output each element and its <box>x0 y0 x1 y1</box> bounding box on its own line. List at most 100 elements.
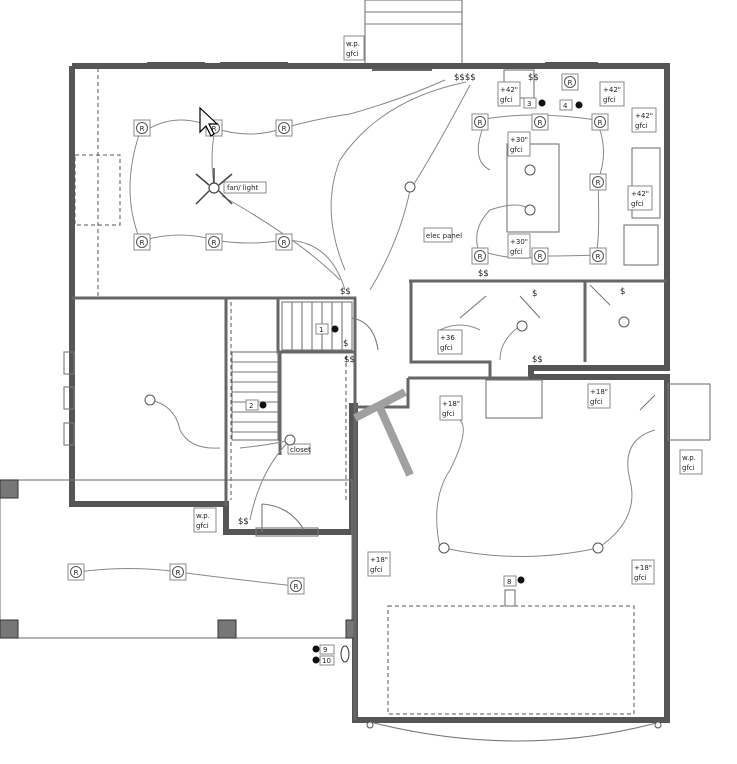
wp-label: w.p. <box>346 40 360 48</box>
svg-text:+42": +42" <box>635 112 653 120</box>
switch-double: $$ <box>344 355 355 365</box>
svg-text:elec panel: elec panel <box>426 232 462 240</box>
range <box>631 147 661 219</box>
svg-text:gfci: gfci <box>442 410 455 418</box>
svg-text:gfci: gfci <box>500 96 513 104</box>
svg-text:gfci: gfci <box>370 566 383 574</box>
recessed-light: R <box>589 247 607 265</box>
fan-light-label: fan/ light <box>227 184 259 192</box>
switch-markers: 3 4 1 2 8 9 10 <box>245 97 583 666</box>
switch-double: $$ <box>532 355 543 365</box>
switches: $$$$ $$ $$ $$ $ $ $ $$ $$ $$ <box>238 73 625 527</box>
recessed-light: R <box>531 247 549 265</box>
svg-text:R: R <box>74 569 79 577</box>
svg-text:9: 9 <box>323 646 327 654</box>
svg-text:+30": +30" <box>510 238 528 246</box>
svg-text:R: R <box>282 239 287 247</box>
wiring <box>77 79 656 587</box>
top-entry-porch <box>364 0 463 66</box>
dashed-lines <box>97 68 635 715</box>
svg-text:+42": +42" <box>603 86 621 94</box>
windows-top <box>147 62 598 71</box>
svg-text:R: R <box>294 583 299 591</box>
svg-text:R: R <box>282 125 287 133</box>
svg-text:R: R <box>478 253 483 261</box>
recessed-light: R <box>133 119 151 137</box>
recessed-lights: R R R R R R R R R R R R R R R R R <box>67 73 609 595</box>
recessed-light: R <box>205 233 223 251</box>
svg-text:+18": +18" <box>442 400 460 408</box>
garage-landing <box>485 379 543 419</box>
svg-text:1: 1 <box>319 326 323 334</box>
svg-text:R: R <box>140 125 145 133</box>
switch-single: $ <box>343 339 348 349</box>
svg-text:R: R <box>568 79 573 87</box>
svg-text:R: R <box>140 239 145 247</box>
svg-text:closet: closet <box>290 446 311 454</box>
ceiling-fan-icon <box>195 168 233 205</box>
switch-single: $ <box>532 289 537 299</box>
recessed-light: R <box>471 247 489 265</box>
svg-text:R: R <box>538 253 543 261</box>
porch-post <box>345 619 355 639</box>
recessed-light: R <box>589 173 607 191</box>
svg-text:gfci: gfci <box>510 146 523 154</box>
svg-text:+36: +36 <box>440 334 455 342</box>
svg-text:gfci: gfci <box>196 522 209 530</box>
outlet-labels: +18" gfci +18" gfci +18" gfci +18" gfci … <box>193 227 703 585</box>
recessed-light: R <box>287 577 305 595</box>
svg-text:+18": +18" <box>634 564 652 572</box>
svg-text:+18": +18" <box>370 556 388 564</box>
recessed-light: R <box>531 113 549 131</box>
switch-double: $$ <box>238 517 249 527</box>
svg-text:+42": +42" <box>500 86 518 94</box>
svg-text:R: R <box>596 253 601 261</box>
svg-text:R: R <box>598 119 603 127</box>
svg-text:w.p.: w.p. <box>196 512 210 520</box>
svg-text:R: R <box>212 239 217 247</box>
svg-text:+42": +42" <box>631 190 649 198</box>
garage-side-door <box>667 383 711 441</box>
door-swings <box>255 284 662 742</box>
switch-quad: $$$$ <box>454 73 476 83</box>
svg-text:gfci: gfci <box>590 398 603 406</box>
recessed-light: R <box>561 73 579 91</box>
recessed-light: R <box>169 563 187 581</box>
svg-text:R: R <box>212 125 217 133</box>
svg-text:gfci: gfci <box>440 344 453 352</box>
svg-text:gfci: gfci <box>682 464 695 472</box>
fridge <box>623 224 659 266</box>
svg-text:3: 3 <box>527 100 531 108</box>
kitchen-outlets: +42" gfci +42" gfci +42" gfci +42" gfci … <box>497 81 657 259</box>
switch-double: $$ <box>478 269 489 279</box>
porch-post <box>0 619 19 639</box>
fireplace <box>74 154 121 226</box>
porch-post <box>0 479 19 499</box>
svg-text:+18": +18" <box>590 388 608 396</box>
svg-text:8: 8 <box>507 578 511 586</box>
recessed-light: R <box>471 113 489 131</box>
pointer-cursor-icon <box>199 106 219 137</box>
recessed-light: R <box>275 233 293 251</box>
recessed-light: R <box>275 119 293 137</box>
svg-text:gfci: gfci <box>635 122 648 130</box>
exterior-wall <box>69 63 670 723</box>
svg-text:gfci: gfci <box>634 574 647 582</box>
recessed-light: R <box>591 113 609 131</box>
garage-steps <box>353 388 414 477</box>
svg-text:w.p.: w.p. <box>682 454 696 462</box>
patio <box>0 479 353 639</box>
porch-post <box>217 619 237 639</box>
svg-text:R: R <box>478 119 483 127</box>
interior-walls <box>72 279 667 720</box>
svg-text:gfci: gfci <box>631 200 644 208</box>
svg-text:gfci: gfci <box>603 96 616 104</box>
kitchen-island <box>506 143 560 233</box>
svg-text:4: 4 <box>563 102 568 110</box>
svg-text:R: R <box>176 569 181 577</box>
svg-text:R: R <box>538 119 543 127</box>
switch-double: $$ <box>340 287 351 297</box>
switch-double: $$ <box>528 73 539 83</box>
recessed-light: R <box>133 233 151 251</box>
